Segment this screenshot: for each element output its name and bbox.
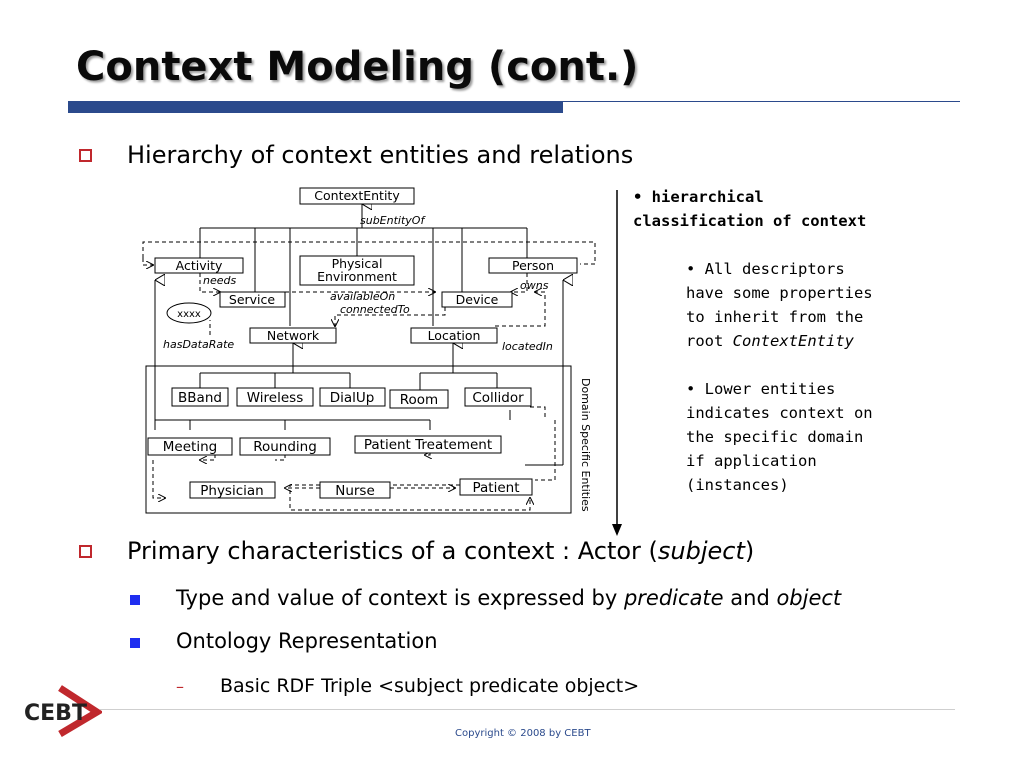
footer-divider [100,709,955,710]
hollow-square-bullet-icon [79,545,92,558]
node-meeting: Meeting [163,439,217,455]
context-hierarchy-diagram: ContextEntity Activity Physical Environm… [142,187,596,514]
rel-connected-to: connectedTo [340,303,410,316]
node-wireless: Wireless [247,390,304,406]
node-patient-treatement: Patient Treatement [364,437,492,453]
rel-owns: owns [520,279,549,292]
bullet-primary-characteristics: Primary characteristics of a context : A… [127,537,755,565]
title-underline-thin [563,101,960,102]
node-xxxx: xxxx [177,309,201,320]
side-note-lower: • Lower entities indicates context on th… [686,380,873,494]
rel-available-on: availableOn [330,290,395,303]
side-heading: • hierarchical classification of context [633,188,867,230]
dash-bullet-icon: – [176,677,184,696]
sub-bullet-ontology: Ontology Representation [176,629,438,653]
filled-square-bullet-icon [130,638,140,648]
node-service: Service [229,292,276,307]
node-collidor: Collidor [472,390,524,406]
node-nurse: Nurse [335,483,375,499]
node-bband: BBand [178,390,222,406]
node-rounding: Rounding [253,439,317,455]
sub-bullet-type-value: Type and value of context is expressed b… [176,586,842,610]
node-location: Location [428,328,481,343]
bullet-hierarchy: Hierarchy of context entities and relati… [127,141,634,169]
rel-sub-entity-of: subEntityOf [360,214,426,227]
hollow-square-bullet-icon [79,149,92,162]
node-physician: Physician [200,483,263,499]
svg-text:CEBT: CEBT [24,701,87,726]
node-dialup: DialUp [330,390,375,406]
node-network: Network [267,328,320,343]
node-device: Device [456,292,499,307]
rel-has-data-rate: hasDataRate [163,338,234,351]
node-physical-line2: Environment [317,269,397,284]
node-activity: Activity [176,258,223,273]
side-note-inherit: • All descriptors have some properties t… [686,260,873,350]
copyright-text: Copyright © 2008 by CEBT [455,728,591,739]
rel-located-in: locatedIn [502,340,553,353]
node-person: Person [512,258,554,273]
sub-sub-bullet-rdf: Basic RDF Triple <subject predicate obje… [220,675,640,697]
node-room: Room [400,392,438,408]
slide-title: Context Modeling (cont.) [76,44,639,90]
node-patient: Patient [472,480,519,496]
filled-square-bullet-icon [130,595,140,605]
domain-specific-label: Domain Specific Entities [579,378,592,512]
rel-needs: needs [203,274,236,287]
cebt-logo-icon: CEBT [24,685,102,737]
node-context-entity: ContextEntity [314,188,400,203]
node-physical-line1: Physical [332,256,383,271]
title-underline-thick [68,101,563,113]
down-arrow-icon [612,190,622,536]
